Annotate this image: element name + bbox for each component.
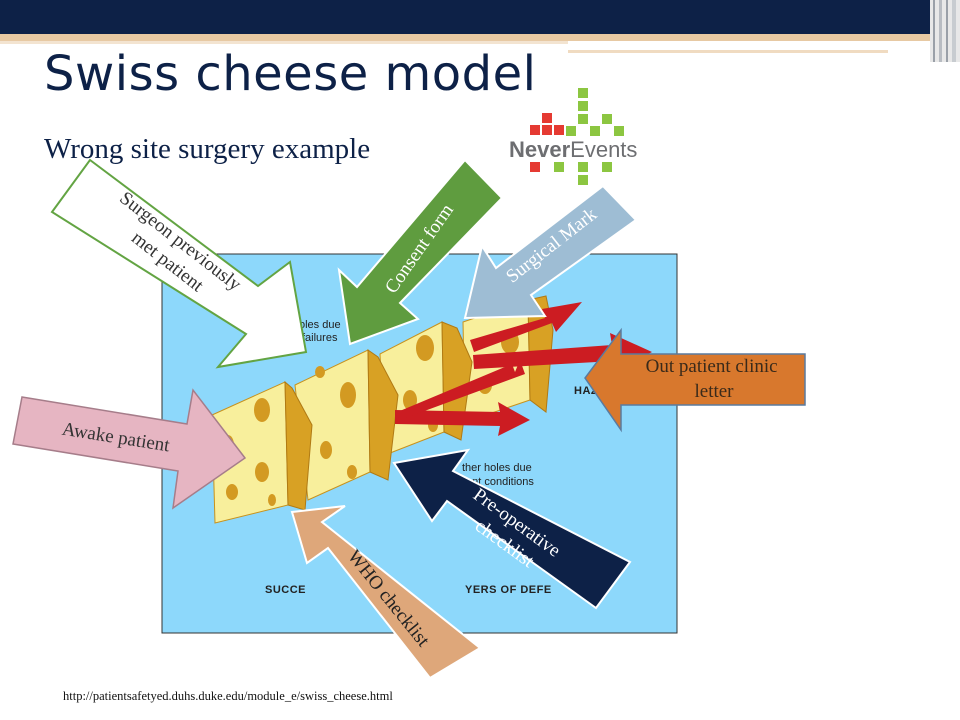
cheese-hole <box>403 390 417 410</box>
logo-wordmark: NeverEvents <box>509 137 637 162</box>
logo-square-green <box>578 101 588 111</box>
never-events-logo: NeverEvents <box>509 88 637 185</box>
red-arrow <box>470 302 582 352</box>
source-url: http://patientsafetyed.duhs.duke.edu/mod… <box>63 689 393 703</box>
logo-text-regular: Events <box>570 137 637 162</box>
logo-square-green <box>578 88 588 98</box>
other-holes-line1: ther holes due <box>462 462 532 474</box>
callout-outpatient-line1: Out patient clinic <box>646 356 778 377</box>
logo-square-red <box>530 125 540 135</box>
logo-square-green <box>566 126 576 136</box>
logo-square-red <box>530 162 540 172</box>
logo-square-red <box>542 125 552 135</box>
logo-square-green <box>614 126 624 136</box>
logo-text-bold: Never <box>509 137 571 162</box>
cheese-hole <box>320 441 332 459</box>
accent-band <box>0 34 960 41</box>
logo-square-green <box>554 162 564 172</box>
logo-square-green <box>578 162 588 172</box>
red-arrow <box>395 360 525 420</box>
accent-band-thin <box>0 41 960 44</box>
callout-surgical-arrow <box>463 184 638 320</box>
cheese-hole <box>255 462 269 482</box>
bottom-label-right: YERS OF DEFE <box>465 584 552 596</box>
callout-preop-arrow <box>392 448 632 610</box>
cheese-hole <box>226 484 238 500</box>
cheese-slice-1 <box>211 380 313 524</box>
cheese-hole <box>347 465 357 479</box>
red-arrow <box>395 402 530 436</box>
cheese-hole <box>416 335 434 361</box>
callout-surgeon-arrow <box>50 158 308 369</box>
holes-label-line2: failures <box>302 332 338 344</box>
callout-outpatient-line2: letter <box>694 381 734 402</box>
callout-who-arrow <box>290 505 482 680</box>
accent-line <box>568 50 888 53</box>
slide-subtitle: Wrong site surgery example <box>44 133 371 165</box>
cheese-hole <box>315 366 325 378</box>
callout-outpatient-label: Out patient clinic letter <box>646 356 783 402</box>
logo-square-green <box>578 175 588 185</box>
holes-label-line1: oles due <box>299 319 341 331</box>
callout-consent-arrow <box>337 158 504 346</box>
logo-square-green <box>578 114 588 124</box>
logo-square-green <box>602 114 612 124</box>
callout-outpatient: Out patient clinic letter <box>584 327 806 433</box>
callout-outpatient-arrow <box>584 327 806 433</box>
logo-squares-icon <box>530 88 624 185</box>
cheese-hole <box>268 494 276 506</box>
callout-awake-arrow <box>12 388 247 510</box>
accent-band-cut <box>568 41 960 71</box>
cheese-hole <box>254 398 270 422</box>
logo-square-red <box>542 113 552 123</box>
slide-title: Swiss cheese model <box>44 46 537 102</box>
logo-square-green <box>602 162 612 172</box>
logo-square-green <box>590 126 600 136</box>
cheese-hole <box>340 382 356 408</box>
red-arrow <box>473 333 652 373</box>
corner-stripes <box>930 0 960 62</box>
bottom-label-left: SUCCE <box>265 584 306 596</box>
logo-square-red <box>554 125 564 135</box>
title-bar-band <box>0 0 960 34</box>
other-holes-line2: ent conditions <box>466 476 534 488</box>
callout-awake: Awake patient <box>12 388 247 510</box>
red-hazard-arrows <box>395 302 652 436</box>
